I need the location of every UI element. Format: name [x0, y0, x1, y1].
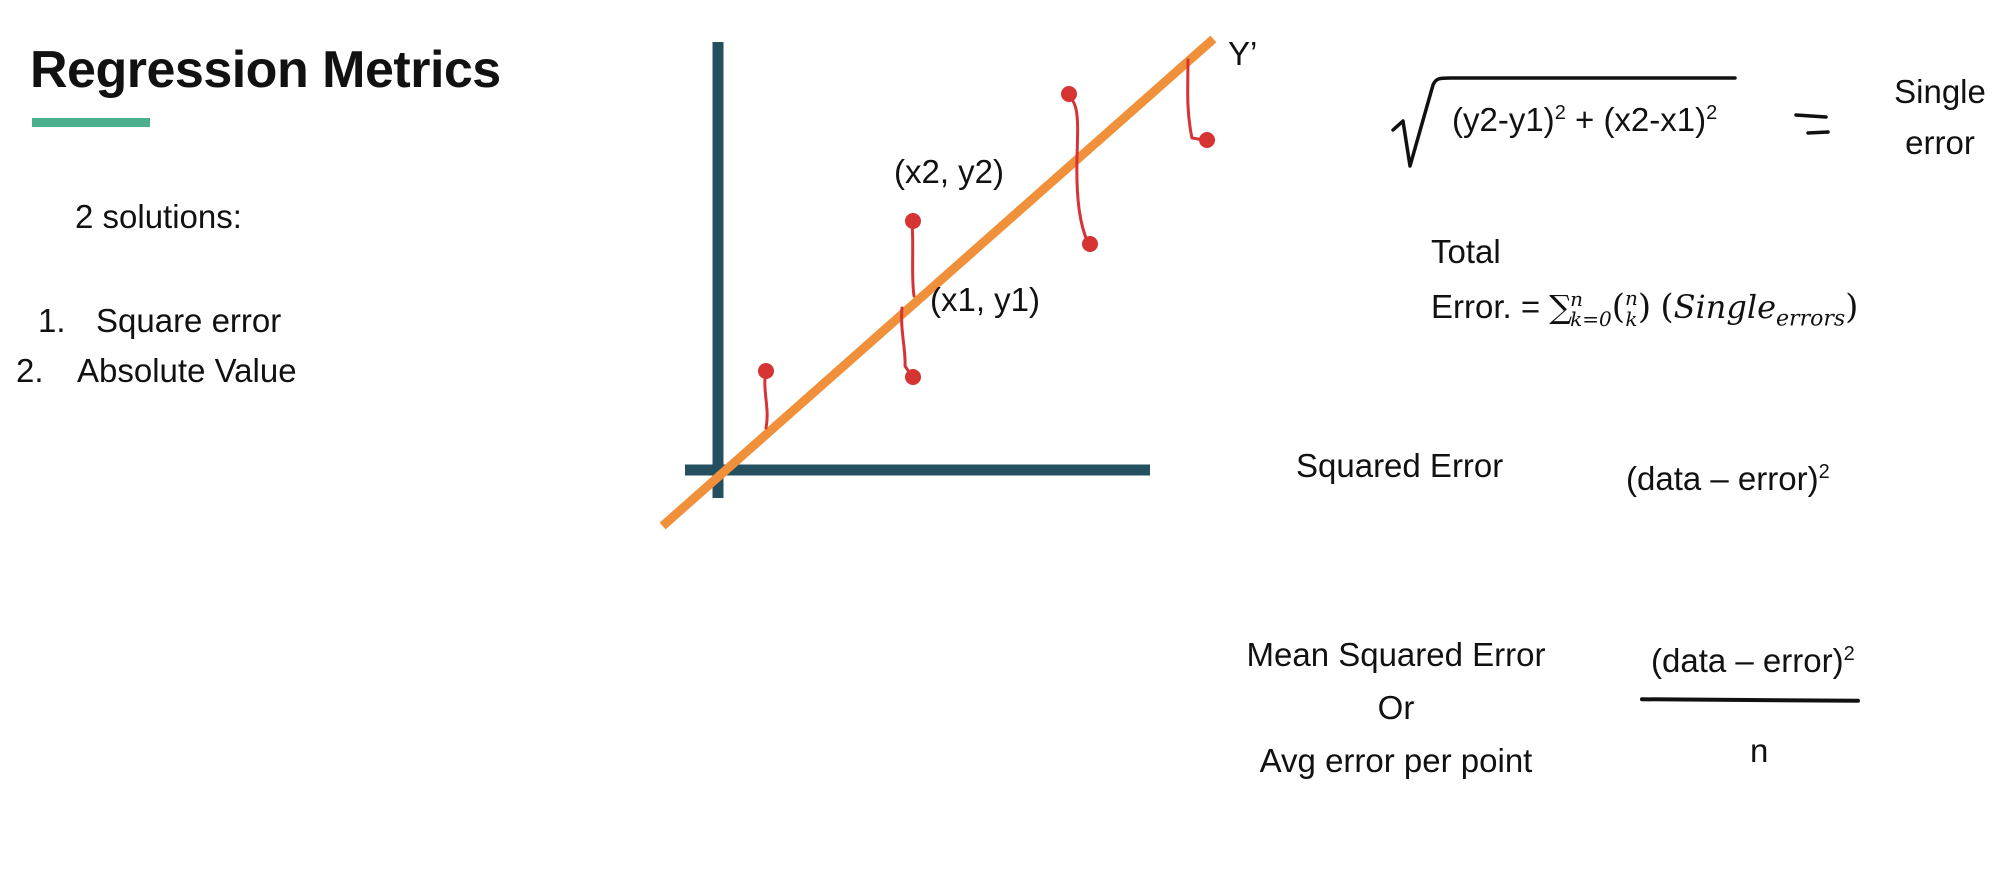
sqrt-sign-icon — [1391, 76, 1737, 168]
squared-error-exponent: 2 — [1818, 461, 1830, 483]
total-error-label: Total — [1431, 233, 1501, 270]
formula-plus: + — [1574, 101, 1595, 138]
single-error-line1: Single — [1894, 73, 1986, 110]
solution-item-2: Absolute Value — [77, 352, 297, 389]
binom-close-paren: ) — [1637, 287, 1652, 327]
sum-lower: k=0 — [1570, 307, 1612, 332]
mse-label-line2: Or — [1377, 689, 1415, 726]
point-label-x1y1: (x1, y1) — [930, 281, 1041, 318]
residual-line — [910, 219, 916, 298]
squared-error-label: Squared Error — [1296, 447, 1504, 484]
data-point — [905, 369, 921, 385]
binom-bottom: k — [1625, 307, 1638, 332]
solution-number-2: 2. — [16, 352, 44, 389]
data-point — [1199, 132, 1215, 148]
mse-label-line3: Avg error per point — [1259, 742, 1533, 779]
single-error-line2: error — [1905, 124, 1975, 161]
distance-formula: (y2-y1)2 + (x2-x1)2 — [1452, 101, 1717, 139]
mse-label-line1: Mean Squared Error — [1246, 636, 1546, 673]
formula-term: (x2-x1) — [1603, 101, 1707, 138]
equals-sign-icon — [1794, 113, 1830, 135]
data-points — [758, 86, 1215, 385]
term-close-paren: ) — [1845, 287, 1859, 327]
squared-error-expression: (data – error) — [1626, 460, 1819, 497]
solution-number-1: 1. — [38, 302, 66, 339]
mse-denominator: n — [1750, 732, 1769, 769]
formula-exponent: 2 — [1554, 102, 1566, 124]
mse-numerator-exponent: 2 — [1843, 643, 1855, 665]
data-point — [758, 363, 774, 379]
mse-label: Mean Squared Error Or Avg error per poin… — [1226, 628, 1566, 787]
residual-line — [900, 306, 915, 380]
summation-icon: ∑ — [1549, 288, 1573, 326]
single-term: Single — [1673, 288, 1777, 326]
point-label-x2y2: (x2, y2) — [894, 153, 1005, 190]
sum-upper: n — [1570, 287, 1584, 312]
residual-line — [1186, 58, 1206, 142]
mse-numerator: (data – error)2 — [1651, 642, 1855, 680]
regression-line — [659, 35, 1217, 530]
formula-exponent: 2 — [1706, 102, 1718, 124]
residual-line — [763, 369, 769, 430]
data-point — [1082, 236, 1098, 252]
solutions-intro: 2 solutions: — [75, 198, 242, 235]
line-label: Y’ — [1228, 35, 1258, 72]
formula-term: (y2-y1) — [1452, 101, 1555, 138]
data-point — [1061, 86, 1077, 102]
mse-numerator-expression: (data – error) — [1651, 642, 1844, 679]
single-term-subscript: errors — [1776, 306, 1846, 332]
single-error-label: Single error — [1872, 66, 2008, 168]
title-underline — [32, 118, 150, 127]
term-open-paren: ( — [1660, 287, 1674, 327]
binom-top: n — [1625, 286, 1638, 311]
data-point — [905, 213, 921, 229]
page-title: Regression Metrics — [30, 41, 501, 99]
solution-item-1: Square error — [96, 302, 282, 339]
binom-open-paren: ( — [1611, 287, 1626, 327]
total-error-prefix: Error. = — [1431, 288, 1541, 325]
residual-line — [1061, 92, 1090, 245]
squared-error-formula: (data – error)2 — [1626, 460, 1830, 498]
